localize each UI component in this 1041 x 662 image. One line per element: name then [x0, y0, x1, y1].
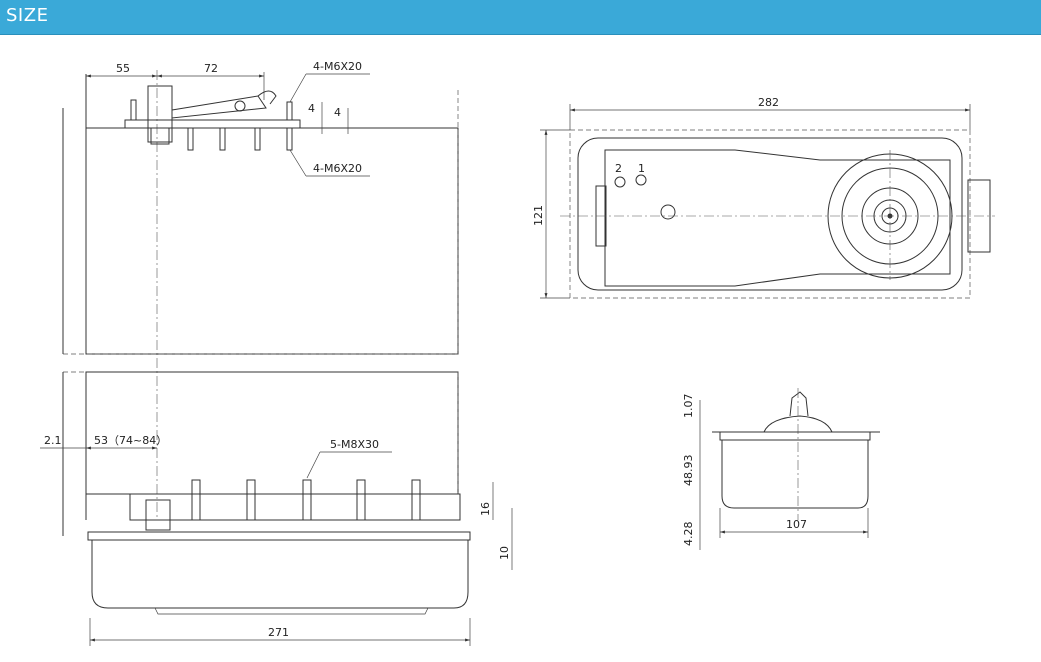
dim-2-1: 2.1: [44, 434, 62, 447]
valve-2-label: 2: [615, 162, 622, 175]
dim-10: 10: [498, 546, 511, 560]
side-view: 1.07 48.93 4.28 107: [682, 388, 880, 550]
valve-1-label: 1: [638, 162, 645, 175]
floor-section-view: 5-M8X30 2.1 53（74~84） 16 10 271: [40, 371, 513, 646]
dim-53: 53（74~84）: [94, 434, 167, 447]
page-title: SIZE: [6, 5, 49, 26]
plan-view: 2 1 282 121: [532, 96, 995, 299]
dim-55: 55: [116, 62, 130, 75]
dim-4-a: 4: [308, 102, 315, 115]
header-bar: SIZE: [0, 0, 1041, 35]
top-hinge-view: 55 72 4-M6X20 4-M6X20 4 4: [62, 60, 459, 520]
dim-1-07: 1.07: [682, 394, 695, 419]
dim-16: 16: [479, 502, 492, 516]
bolt-label-top: 4-M6X20: [313, 60, 362, 73]
dim-107: 107: [786, 518, 807, 531]
door-panel-upper: [85, 127, 459, 355]
dim-4-b: 4: [334, 106, 341, 119]
bolt-label-5: 5-M8X30: [330, 438, 379, 451]
bolt-label-bottom: 4-M6X20: [313, 162, 362, 175]
dim-121: 121: [532, 205, 545, 226]
dim-48-93: 48.93: [682, 455, 695, 487]
dim-4-28: 4.28: [682, 522, 695, 547]
door-panel-lower: [85, 371, 459, 495]
dim-72: 72: [204, 62, 218, 75]
dim-271: 271: [268, 626, 289, 639]
dim-282: 282: [758, 96, 779, 109]
